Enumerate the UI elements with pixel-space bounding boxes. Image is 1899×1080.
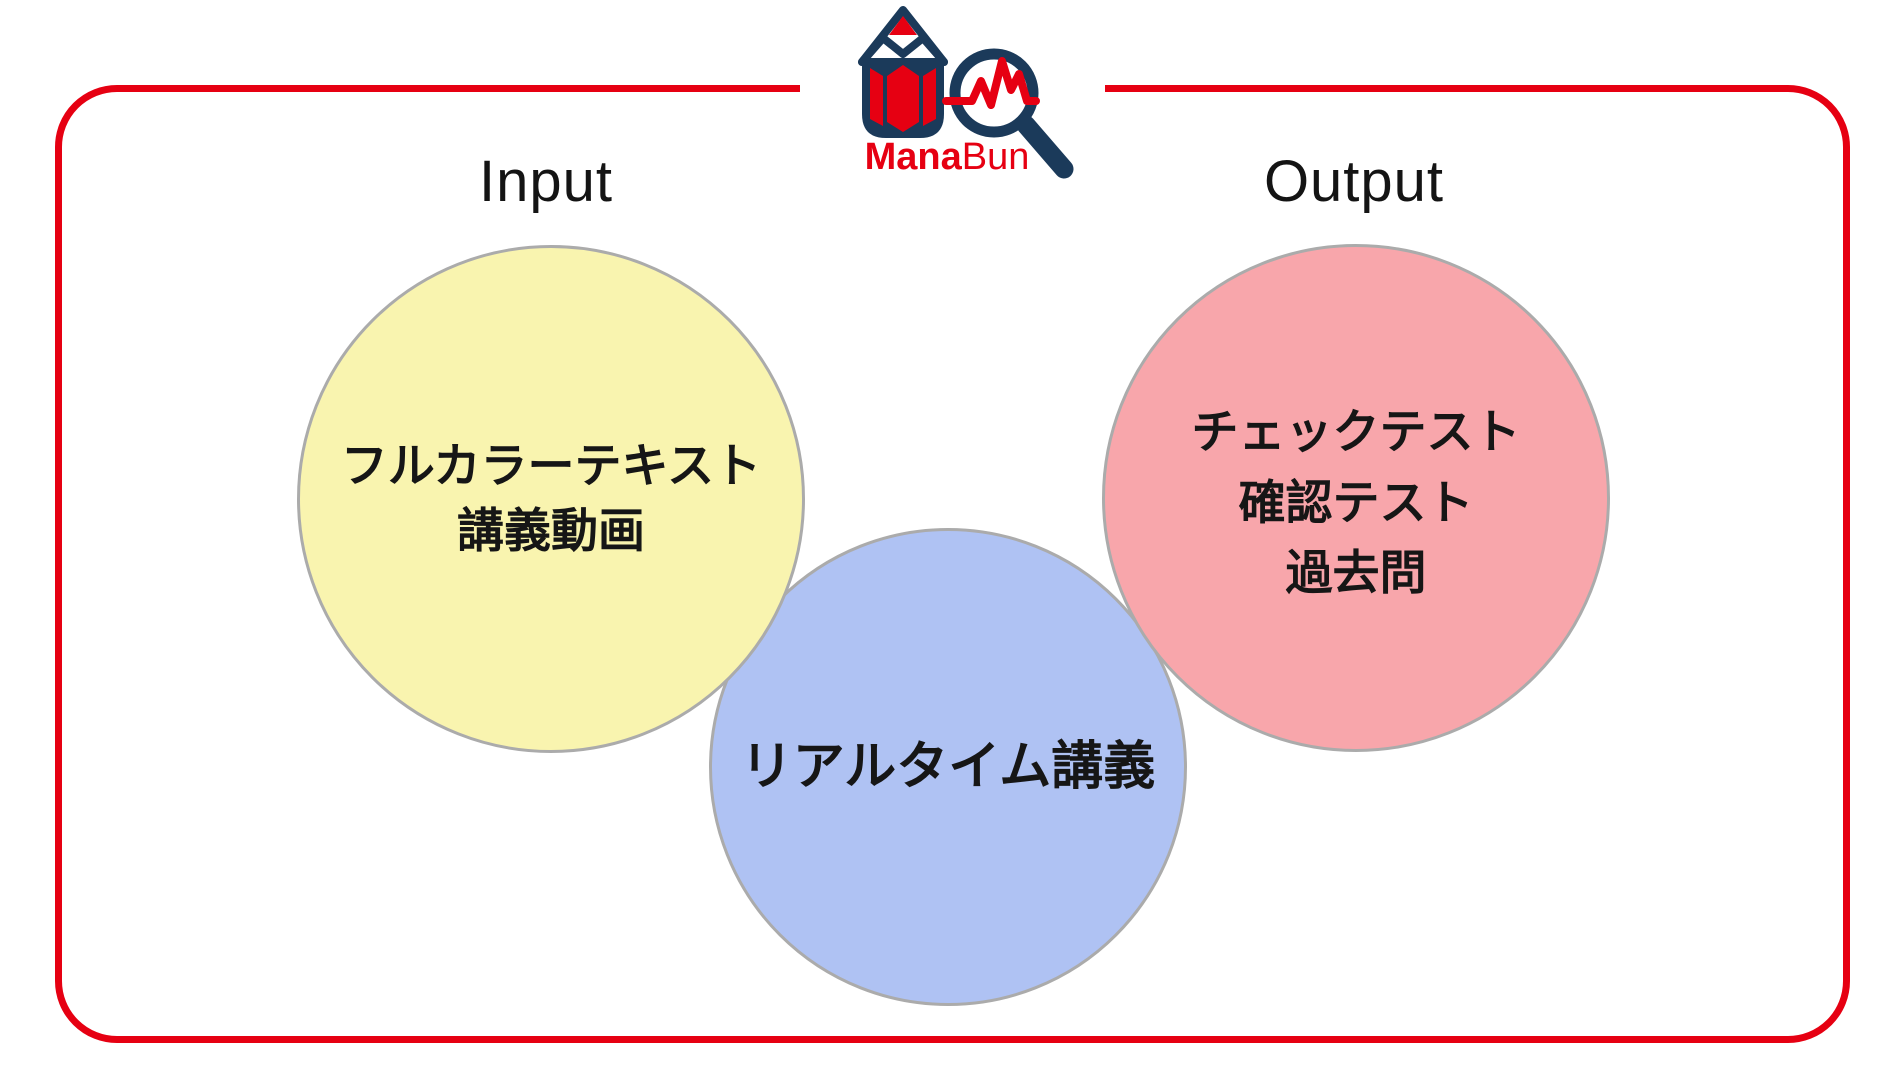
circle-text-line: リアルタイム講義: [740, 737, 1156, 796]
brand-wordmark: ManaBun: [848, 136, 1046, 179]
output-label: Output: [1263, 149, 1445, 214]
circle-realtime-lecture: リアルタイム講義: [709, 528, 1187, 1006]
circle-text-line: 確認テスト: [1238, 475, 1474, 529]
brand-bun: Bun: [961, 136, 1030, 178]
input-label: Input: [479, 149, 613, 214]
pulse-line-icon: [942, 57, 1040, 109]
circle-text-line: フルカラーテキスト: [340, 439, 762, 493]
manabun-logo: [858, 6, 1074, 179]
circle-text-line: チェックテスト: [1191, 405, 1521, 459]
pencil-icon: [858, 6, 948, 138]
circle-input-contents: フルカラーテキスト 講義動画: [297, 245, 805, 753]
circle-text-line: 過去問: [1285, 546, 1427, 600]
magnifier-icon: [942, 48, 1074, 179]
brand-mana: Mana: [864, 136, 962, 178]
circle-output-tests: チェックテスト 確認テスト 過去問: [1102, 244, 1610, 752]
circle-text-line: 講義動画: [457, 504, 645, 557]
